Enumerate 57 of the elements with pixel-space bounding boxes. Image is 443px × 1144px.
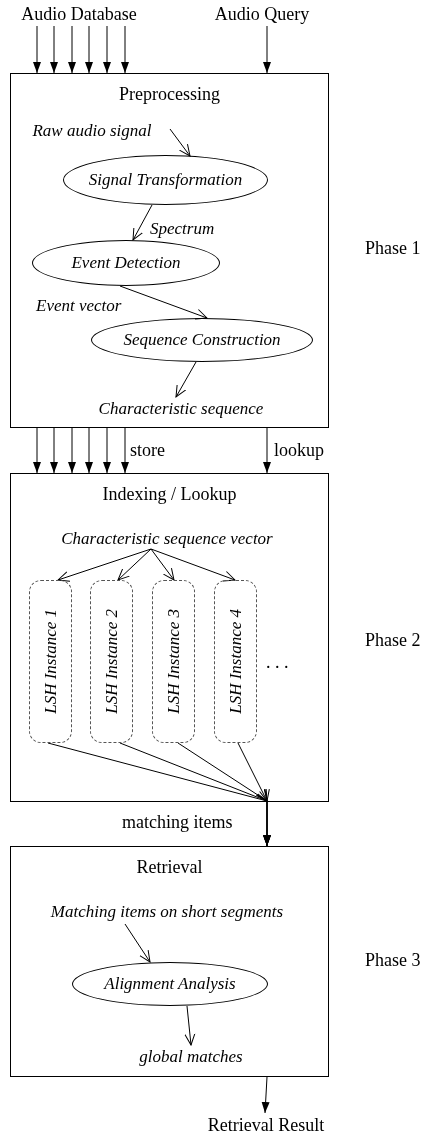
arrow <box>263 25 271 74</box>
arrow <box>184 1005 196 1046</box>
instance-label: LSH Instance 3 <box>163 609 184 714</box>
instance-box <box>29 580 72 743</box>
data-label: global matches <box>121 1045 261 1069</box>
arrow <box>68 25 76 74</box>
edge-label: lookup <box>274 440 324 461</box>
input-label: Audio Query <box>203 2 321 26</box>
arrow <box>150 548 236 582</box>
arrow <box>50 427 58 474</box>
arrow <box>124 923 151 963</box>
arrow <box>57 548 152 582</box>
arrow <box>237 742 271 847</box>
instance-label: LSH Instance 2 <box>101 609 122 714</box>
arrow <box>121 25 129 74</box>
output-label: Retrieval Result <box>193 1113 339 1137</box>
arrow <box>68 427 76 474</box>
arrow <box>175 361 197 398</box>
arrow <box>263 427 271 474</box>
arrow <box>103 25 111 74</box>
instance-box <box>90 580 133 743</box>
input-label: Audio Database <box>6 2 152 26</box>
box-heading: Retrieval <box>136 857 203 878</box>
process-label: Sequence Construction <box>123 330 281 350</box>
instance-label: LSH Instance 1 <box>40 609 61 714</box>
data-label: Characteristic sequence <box>74 397 288 421</box>
instance-box <box>152 580 195 743</box>
phase-label: Phase 1 <box>365 238 421 259</box>
arrow <box>33 25 41 74</box>
instance-box <box>214 580 257 743</box>
arrow <box>261 1076 270 1114</box>
stage-box <box>10 473 329 802</box>
arrow <box>85 427 93 474</box>
process-label: Alignment Analysis <box>104 974 236 994</box>
process-label: Event Detection <box>71 253 181 273</box>
arrow <box>117 548 152 581</box>
arrow <box>121 427 129 474</box>
box-heading: Preprocessing <box>119 84 220 105</box>
phase-label: Phase 3 <box>365 950 421 971</box>
stage-box <box>10 846 329 1077</box>
edge-label: matching items <box>122 812 233 833</box>
arrow <box>103 427 111 474</box>
arrow <box>119 285 208 320</box>
arrow <box>33 427 41 474</box>
ellipsis-label: . . . <box>266 652 289 673</box>
data-label: Matching items on short segments <box>14 900 320 924</box>
phase-label: Phase 2 <box>365 630 421 651</box>
instance-label: LSH Instance 4 <box>225 609 246 714</box>
arrow <box>85 25 93 74</box>
box-heading: Indexing / Lookup <box>102 484 237 505</box>
process-label: Signal Transformation <box>88 170 243 190</box>
arrow <box>50 25 58 74</box>
arrow <box>150 548 175 581</box>
data-label: Raw audio signal <box>16 119 168 143</box>
data-label: Characteristic sequence vector <box>30 527 304 551</box>
arrow <box>169 128 191 157</box>
arrow <box>132 204 153 241</box>
